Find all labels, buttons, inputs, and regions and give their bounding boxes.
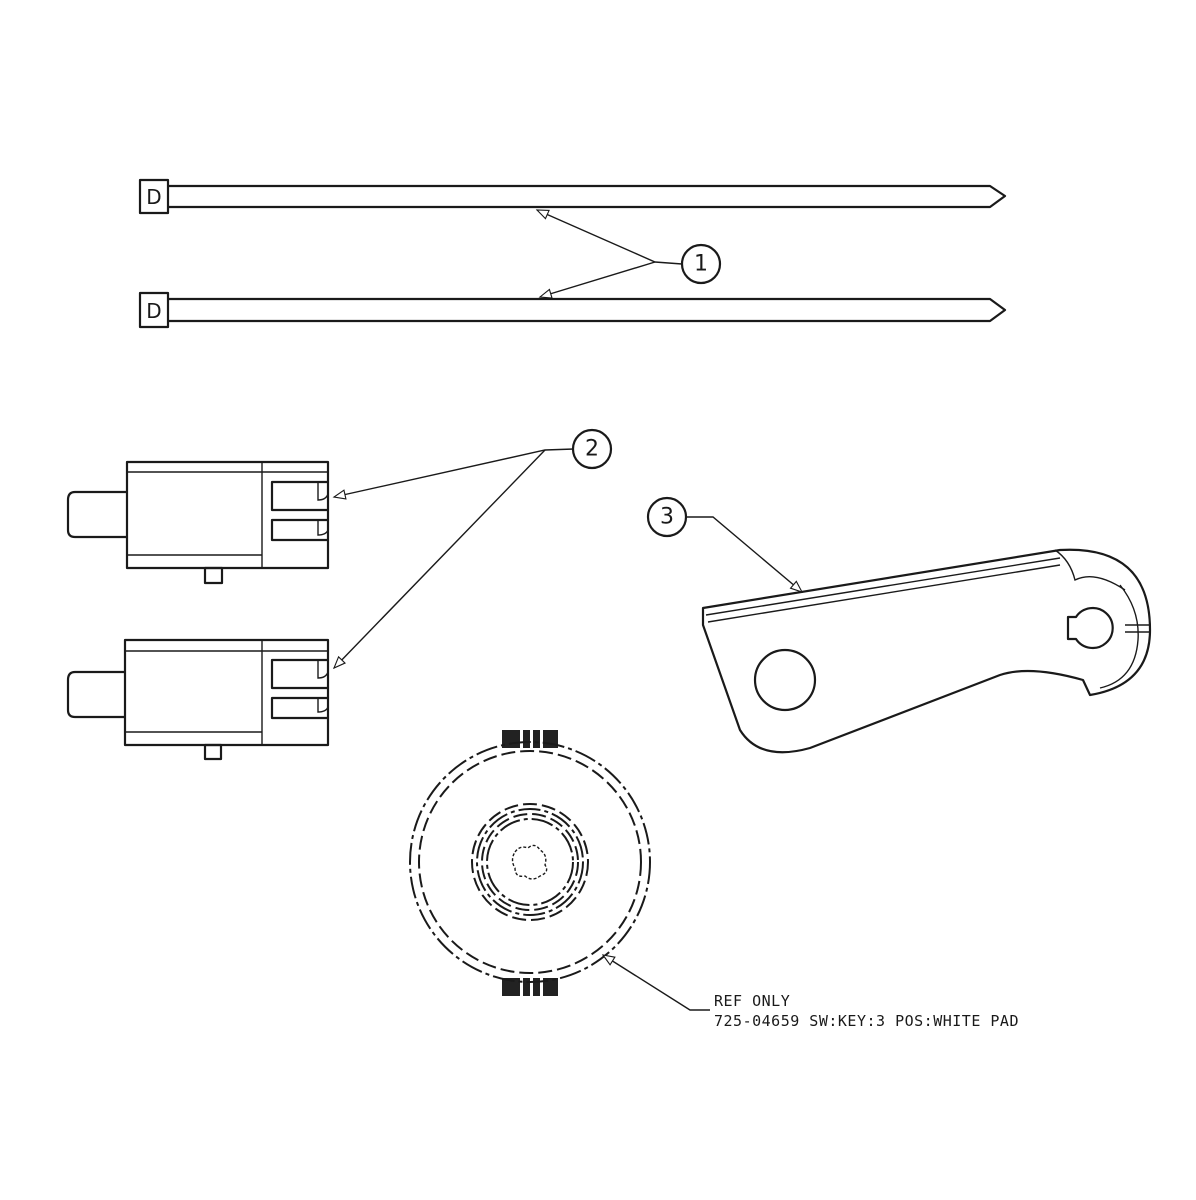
note-part-number: 725-04659 SW:KEY:3 POS:WHITE PAD [714, 1012, 1019, 1030]
tie-head-letter: D [146, 185, 161, 209]
callout-3: 3 [646, 496, 802, 592]
svg-text:2: 2 [585, 437, 599, 462]
connector-top [66, 460, 330, 585]
switch-arm [701, 548, 1152, 754]
connector-bottom [66, 638, 330, 761]
cable-tie-top: D [138, 178, 1007, 215]
note-ref-only: REF ONLY [714, 992, 791, 1010]
cable-tie-bottom: D [138, 291, 1007, 329]
tie-head-letter: D [146, 299, 161, 323]
note-leader [603, 955, 710, 1011]
callout-1: 1 [537, 209, 722, 297]
svg-text:3: 3 [660, 505, 674, 530]
svg-text:1: 1 [694, 252, 708, 277]
callout-2: 2 [334, 428, 613, 668]
switch-key-disc [409, 730, 651, 996]
